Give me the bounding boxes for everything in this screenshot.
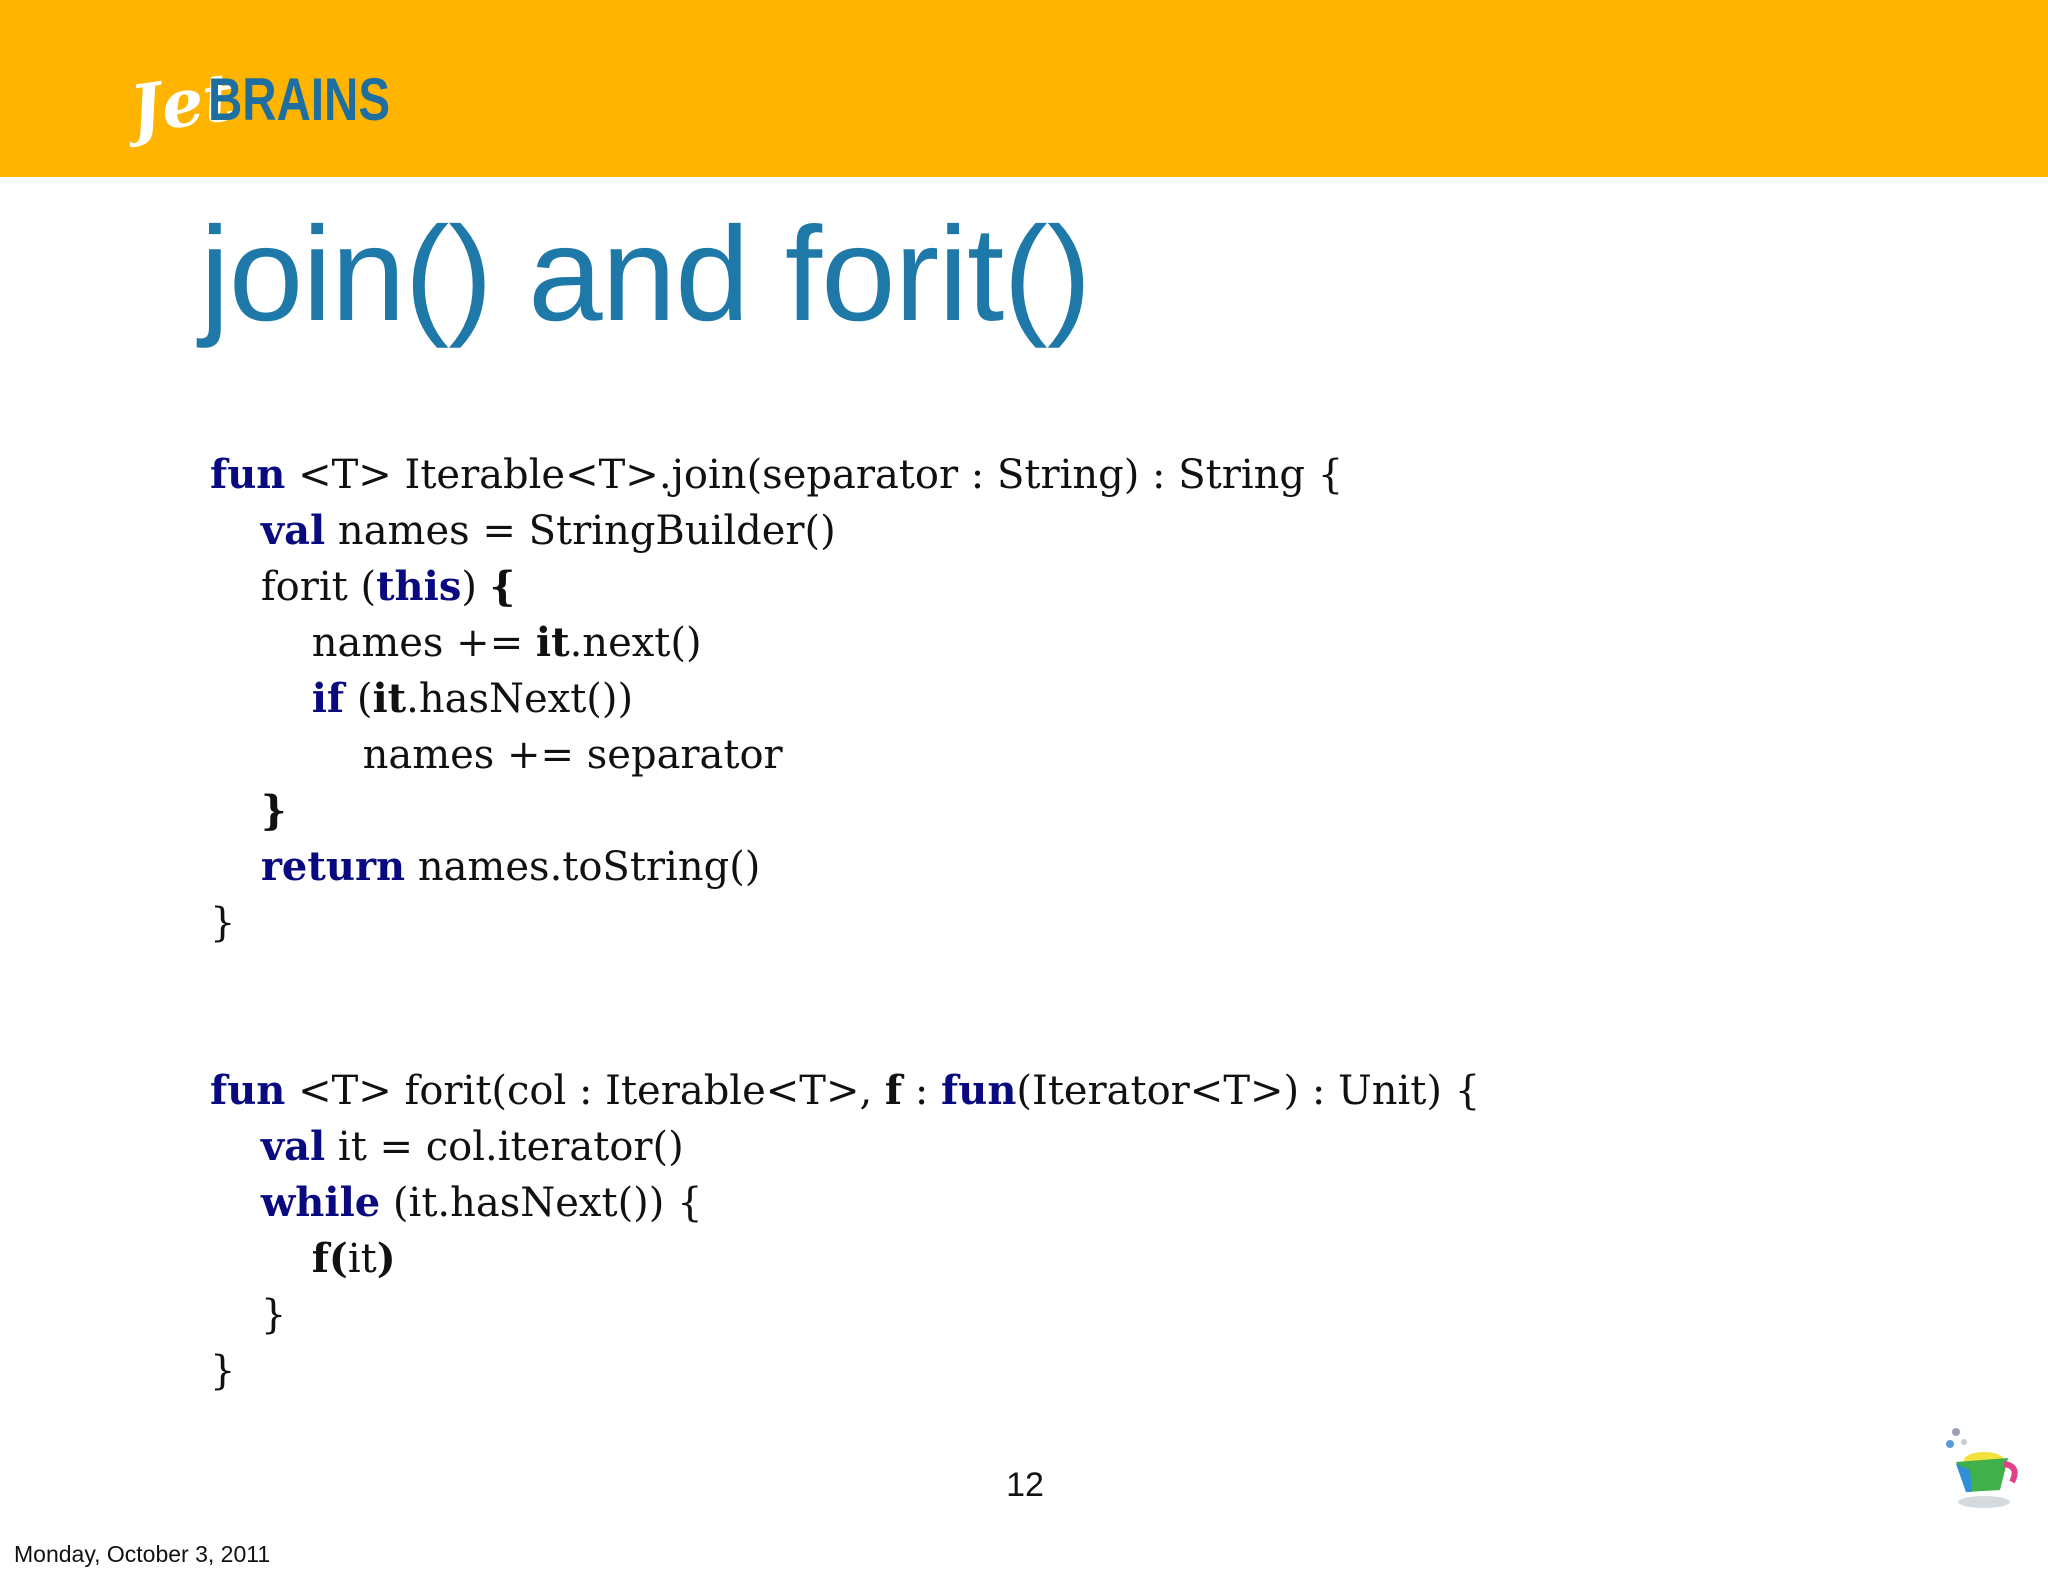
code-token: f( [311, 1235, 348, 1282]
code-block-join: fun <T> Iterable<T>.join(separator : Str… [210, 447, 1343, 951]
code-line: return names.toString() [210, 839, 1343, 895]
code-token: forit ( [210, 564, 377, 610]
slide-title: join() and forit() [200, 200, 1091, 349]
code-token: .hasNext()) [406, 676, 634, 722]
code-line: } [210, 1287, 1480, 1343]
code-token: names = StringBuilder() [325, 508, 836, 554]
code-line: f(it) [210, 1231, 1480, 1287]
code-token: (Iterator<T>) : Unit) { [1016, 1068, 1481, 1114]
code-keyword: fun [210, 1067, 286, 1114]
code-token: it [347, 1236, 377, 1282]
code-line: names += it.next() [210, 615, 1343, 671]
page-number: 12 [1006, 1466, 1044, 1504]
code-token: } [210, 900, 236, 946]
logo-bold-text: BRAINS [208, 66, 390, 133]
code-token: f [884, 1067, 903, 1114]
code-token: ( [344, 676, 373, 722]
code-token: names.toString() [405, 844, 761, 890]
code-line: fun <T> Iterable<T>.join(separator : Str… [210, 447, 1343, 503]
code-keyword: if [311, 675, 345, 722]
jetbrains-logo: Jet BRAINS [130, 57, 390, 150]
code-token: { [489, 563, 516, 610]
code-token: names += separator [210, 732, 783, 778]
code-keyword: val [260, 507, 326, 554]
code-line: } [210, 1343, 1480, 1399]
code-line: } [210, 895, 1343, 951]
code-token: <T> Iterable<T>.join(separator : String)… [285, 452, 1344, 498]
code-token: it [535, 619, 570, 666]
code-line: while (it.hasNext()) { [210, 1175, 1480, 1231]
code-token [210, 844, 261, 890]
code-token: <T> forit(col : Iterable<T>, [285, 1068, 885, 1114]
code-line: val names = StringBuilder() [210, 503, 1343, 559]
code-token: (it.hasNext()) { [380, 1180, 703, 1226]
code-keyword: val [260, 1123, 326, 1170]
code-token [210, 1180, 261, 1226]
code-token: ) [461, 564, 490, 610]
code-keyword: this [376, 563, 462, 610]
kotlin-teapot-icon [1946, 1428, 2018, 1508]
code-keyword: while [260, 1179, 381, 1226]
code-token: .next() [569, 620, 702, 666]
code-token: } [210, 1292, 287, 1338]
code-block-forit: fun <T> forit(col : Iterable<T>, f : fun… [210, 1063, 1480, 1399]
code-line: } [210, 783, 1343, 839]
code-line: names += separator [210, 727, 1343, 783]
code-token: : [902, 1068, 942, 1114]
code-token [210, 788, 261, 834]
code-keyword: fun [210, 451, 286, 498]
code-keyword: fun [941, 1067, 1017, 1114]
code-token: it = col.iterator() [325, 1124, 684, 1170]
header-bar: Jet BRAINS [0, 0, 2048, 177]
code-token [210, 1236, 312, 1282]
code-line: val it = col.iterator() [210, 1119, 1480, 1175]
code-token [210, 508, 261, 554]
code-line: forit (this) { [210, 559, 1343, 615]
footer-date: Monday, October 3, 2011 [14, 1541, 271, 1567]
code-token: names += [210, 620, 536, 666]
code-token: } [260, 787, 287, 834]
code-token: it [372, 675, 407, 722]
code-token: } [210, 1348, 236, 1394]
code-keyword: return [260, 843, 406, 890]
code-token: ) [376, 1235, 396, 1282]
code-line: if (it.hasNext()) [210, 671, 1343, 727]
code-line: fun <T> forit(col : Iterable<T>, f : fun… [210, 1063, 1480, 1119]
logo-script-text: Jet [130, 57, 239, 150]
code-token [210, 1124, 261, 1170]
code-token [210, 676, 312, 722]
